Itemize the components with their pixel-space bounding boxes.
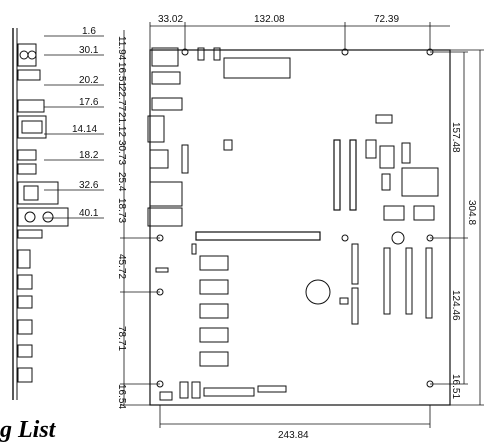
left-dim-label: 25.4 [116,172,127,192]
side-dim-label: 18.2 [79,150,99,161]
side-view [12,28,69,400]
side-view-leaders [44,35,104,219]
lower-left-dim-label: 45.72 [116,254,127,279]
left-dim-label: 18.73 [116,198,127,223]
side-dim-label: 1.6 [82,26,96,37]
io-connectors [147,47,183,227]
right-outer-dim-label: 304.8 [466,200,477,225]
left-dim-label: 30.73 [116,140,127,165]
lower-left-dim-label: 16.54 [116,384,127,409]
side-dim-label: 32.6 [79,180,99,191]
side-dim-label: 20.2 [79,75,99,86]
board-outline [149,49,451,406]
dimension-lines [120,22,484,428]
left-dim-label: 11.94 [116,36,127,61]
side-dim-label: 14.14 [72,124,97,135]
left-dim-label: 21.12 [116,112,127,137]
right-dim-label: 16.51 [450,374,461,399]
top-dim-label: 33.02 [158,14,183,25]
left-dim-label: 16.51 [116,62,127,87]
top-dim-label: 132.08 [254,14,285,25]
components [155,47,439,401]
mounting-holes [156,48,434,388]
right-dim-label: 124.46 [450,290,461,321]
right-dim-label: 157.48 [450,122,461,153]
left-dim-label: 22.77 [116,86,127,111]
side-dim-label: 40.1 [79,208,99,219]
top-dim-label: 72.39 [374,14,399,25]
side-dim-label: 17.6 [79,97,99,108]
side-dim-label: 30.1 [79,45,99,56]
lower-left-dim-label: 78.71 [116,326,127,351]
section-caption: g List [0,417,56,443]
bottom-dim-label: 243.84 [278,430,309,441]
